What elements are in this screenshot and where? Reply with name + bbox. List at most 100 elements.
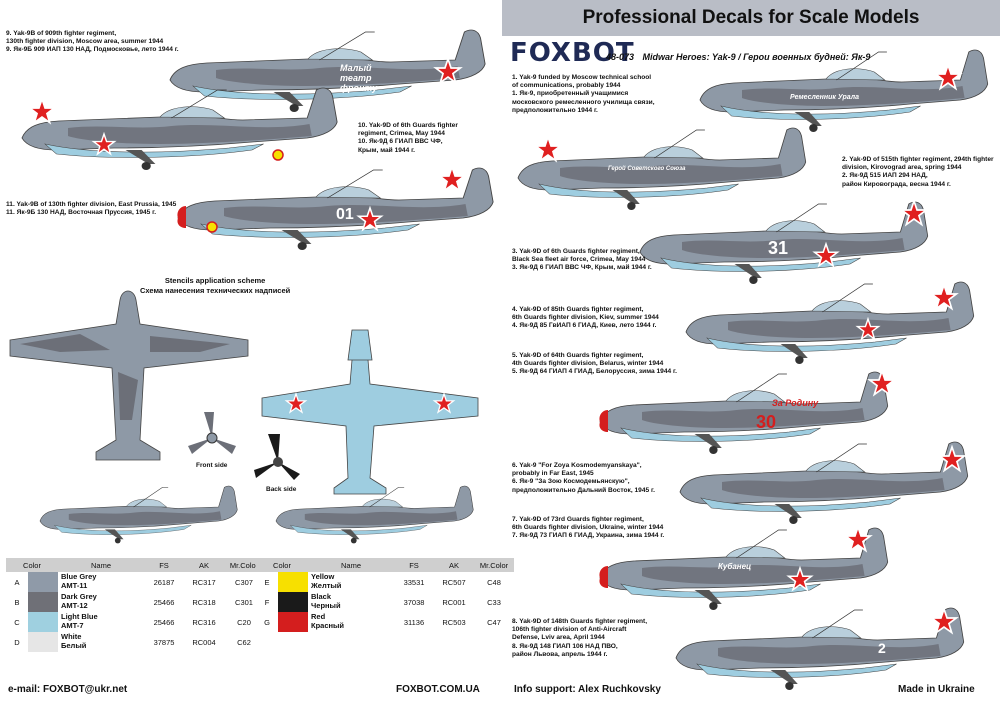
ak-value: RC318 [192,597,216,607]
caption-line: район Кировограда, весна 1944 г. [842,180,951,188]
footer-email[interactable]: e-mail: FOXBOT@ukr.net [8,684,128,695]
ak-value: RC317 [192,577,216,587]
name-code: AMT-7 [61,621,84,630]
aircraft-r1 [699,49,989,133]
caption-line: 11. Як-9Б 130 НАД, Восточная Пруссия, 19… [6,209,157,217]
caption-r3: 3. Yak-9D of 6th Guards fighter regiment… [512,248,652,273]
caption-line: 10. Yak-9D of 6th Guards fighter [358,122,458,129]
sheet-code: 48-073 [606,52,635,62]
name-en: Dark Grey [61,592,97,602]
name-en: Blue Grey [61,572,97,582]
mr-value: C33 [487,597,501,607]
caption-line: 3. Yak-9D of 6th Guards fighter regiment… [512,248,640,255]
stencils-title-ru: Схема нанесения технических надписей [140,285,291,295]
fs-value: 37038 [403,597,425,607]
caption-line: 5. Yak-9D of 64th Guards fighter regimen… [512,352,644,359]
back-side-label: Back side [266,486,297,493]
footer-info: Info support: Alex Ruchkovsky [514,684,661,695]
caption-line: regiment, Crimea, May 1944 [358,130,445,138]
color-letter: D [14,637,20,647]
mr-value: C301 [235,597,253,607]
caption-line: 2. Як-9Д 515 ИАП 294 НАД, [842,172,928,180]
sheet-title: Midwar Heroes: Yak-9 / Герои военных буд… [642,52,871,62]
banner-text: Professional Decals for Scale Models [582,7,920,28]
slogan-r5: За Родину [772,398,819,408]
number-r8: 2 [878,640,886,656]
top-view-camo [9,290,249,461]
caption-line: 6. Як-9 "За Зою Космодемьянскую", [512,478,630,486]
caption-line: 106th fighter division of Anti-Aircraft [512,626,627,634]
caption-line: 9. Yak-9B of 909th fighter regiment, [6,30,117,37]
caption-r8: 8. Yak-9D of 148th Guards fighter regime… [512,618,647,659]
name-ru: Красный [311,621,345,630]
aircraft-r6 [679,441,969,525]
caption-line: 1. Yak-9 funded by Moscow technical scho… [512,74,652,81]
caption-10: 10. Yak-9D of 6th Guards fighter regimen… [358,122,458,155]
caption-r5: 5. Yak-9D of 64th Guards fighter regimen… [512,352,677,377]
caption-line: 6th Guards fighter division, Kiev, summe… [512,314,659,322]
name-en: White [61,632,82,642]
ak-value: RC316 [192,617,216,627]
slogan-9: Малый театр фронту [340,63,378,93]
name-r7: Кубанец [718,562,752,571]
header-color: Color [6,558,58,572]
aircraft-r5 [599,370,896,455]
color-swatch [278,572,308,592]
aircraft-r7 [599,526,889,611]
mr-value: C47 [487,617,501,627]
color-letter: E [264,577,270,587]
header-mr: Mr.Color [474,558,514,572]
footer-site[interactable]: FOXBOT.COM.UA [396,684,480,695]
aircraft-11 [177,166,494,251]
caption-line: 6th Guards fighter division, Ukraine, wi… [512,524,664,532]
caption-line: 4. Yak-9D of 85th Guards fighter regimen… [512,306,644,313]
slogan-r2: Герой Советского Союза [608,166,686,172]
mr-value: C48 [487,577,501,587]
caption-line: Black Sea fleet air force, Crimea, May 1… [512,256,646,264]
caption-line: 8. Як-9Д 148 ГИАП 106 НАД ПВО, [512,642,618,650]
caption-r1: 1. Yak-9 funded by Moscow technical scho… [512,74,655,115]
number-r5: 30 [756,412,777,432]
caption-line: 11. Yak-9B of 130th fighter division, Ea… [6,201,177,208]
ak-value: RC503 [442,617,466,627]
number-r3: 31 [768,238,789,258]
table-header: Color Name FS AK Mr.Color [256,558,514,572]
name-en: Black [311,592,332,602]
mr-value: C20 [237,617,251,627]
caption-line: 130th fighter division, Moscow area, sum… [6,38,164,46]
propeller-back [254,434,300,480]
caption-line: предположительно Дальний Восток, 1945 г. [512,486,655,494]
name-code: AMT-12 [61,601,88,610]
caption-line: division, Kirovograd area, spring 1944 [842,164,962,172]
ak-value: RC001 [442,597,466,607]
caption-line: 10. Як-9Д 6 ГИАП ВВС ЧФ, [358,138,443,146]
caption-line: 9. Як-9Б 909 ИАП 130 НАД, Подмосковье, л… [6,46,179,54]
name-en: Yellow [311,572,335,582]
slogan-r1: Ремесленник Урала [790,94,859,101]
color-swatch [278,592,308,612]
table-header: Color Name FS AK Mr.Color [6,558,264,572]
number-11: 01 [336,206,354,223]
color-swatch [278,612,308,632]
front-side-label: Front side [196,462,228,469]
name-code: AMT-11 [61,581,88,590]
color-letter: B [14,597,20,607]
caption-line: Defense, Lviv area, April 1944 [512,634,605,642]
header-banner: Professional Decals for Scale Models [502,0,1000,36]
color-letter: G [264,617,270,627]
name-code: Белый [61,641,87,650]
header-name: Name [58,558,144,572]
caption-line: район Львова, апрель 1944 г. [512,650,608,658]
